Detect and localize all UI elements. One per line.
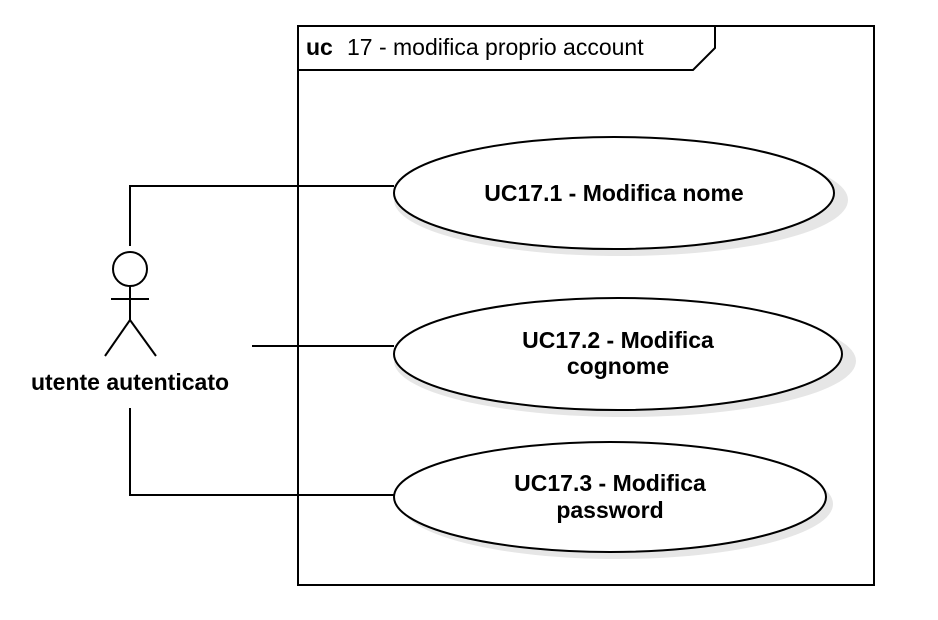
use-case-label-line-1: UC17.2 - Modifica [522,327,714,353]
association-line-uc17-3 [129,408,394,496]
use-case-label: UC17.1 - Modifica nome [484,180,743,206]
frame-title: 17 - modifica proprio account [347,34,644,60]
actor-label: utente autenticato [31,369,229,395]
frame-keyword: uc [306,34,333,60]
use-case-ellipse [393,136,835,250]
use-case-label-line-2: cognome [567,353,669,379]
association-line-uc17-1 [129,185,394,246]
use-case-uc17-1[interactable]: UC17.1 - Modifica nome [393,136,848,256]
use-case-ellipse [393,297,843,411]
use-case-label-line-2: password [556,497,663,523]
use-case-ellipse [393,441,827,553]
associations [129,185,394,496]
actor-right-leg [129,319,157,357]
actor-head [112,251,148,287]
actor-left-leg [104,319,131,357]
use-case-label-line-1: UC17.3 - Modifica [514,470,706,496]
frame-label-tab [298,26,716,71]
actor-utente-autenticato[interactable]: utente autenticato [31,251,229,395]
actor-stick-figure-icon [104,251,157,357]
use-case-uc17-3[interactable]: UC17.3 - Modifica password [393,441,833,559]
use-case-uc17-2[interactable]: UC17.2 - Modifica cognome [393,297,856,417]
